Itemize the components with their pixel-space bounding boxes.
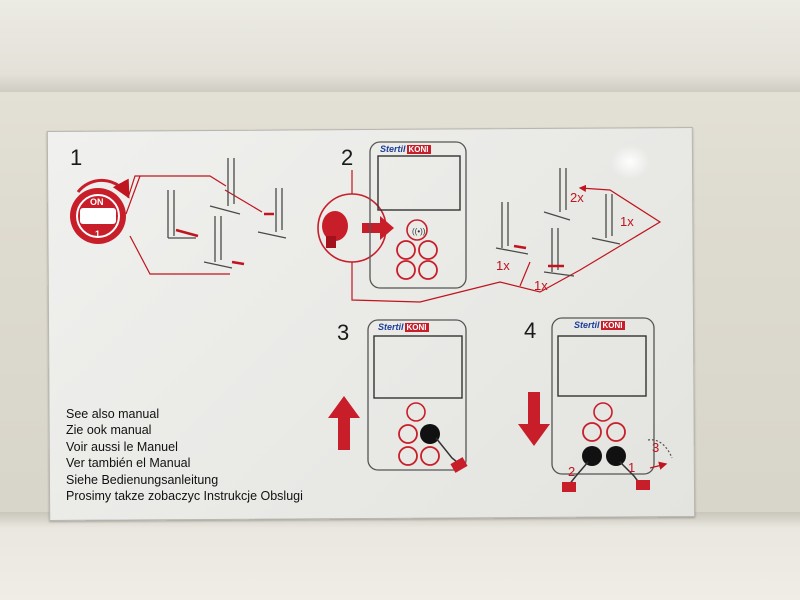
finger-step-3: 3 xyxy=(652,440,660,455)
control-panel-step2: ((•)) xyxy=(369,141,467,289)
step-number-3: 3 xyxy=(337,320,350,345)
count-label: 2x xyxy=(570,190,584,205)
step-number-2: 2 xyxy=(341,145,354,170)
finger-step-1: 1 xyxy=(628,460,636,475)
manual-note-line: See also manual xyxy=(66,407,160,421)
manual-note-line: Ver también el Manual xyxy=(66,456,191,471)
lift-columns-icon xyxy=(167,158,287,269)
power-switch-icon xyxy=(70,178,130,244)
insert-arrow-icon xyxy=(362,216,394,240)
step-number-1: 1 xyxy=(70,145,83,170)
brand-name: Stertil xyxy=(380,144,406,154)
bottom-ledge xyxy=(0,512,800,600)
brand-tag: KONI xyxy=(406,145,431,154)
top-ledge xyxy=(0,0,800,92)
manual-note-line: Prosimy takze zobaczyc Instrukcje Obslug… xyxy=(66,489,303,504)
manual-note-line: Siehe Bedienungsanleitung xyxy=(66,472,219,487)
manual-note-line: Voir aussi le Manuel xyxy=(66,439,178,454)
switch-on-label: ON xyxy=(90,197,104,207)
count-label: 1x xyxy=(534,278,548,293)
svg-text:((•)): ((•)) xyxy=(412,227,426,236)
manual-note-line: Zie ook manual xyxy=(66,423,152,438)
down-arrow-icon xyxy=(518,392,550,446)
count-label: 1x xyxy=(620,214,634,229)
step2-flow-lines xyxy=(351,184,662,303)
step-number-4: 4 xyxy=(524,318,537,343)
brand-tag: KONI xyxy=(600,321,625,330)
control-panel-step4 xyxy=(551,317,673,492)
step1-flow-lines xyxy=(125,175,263,275)
brand-name: Stertil xyxy=(574,320,600,330)
lift-columns-right-icon xyxy=(495,168,621,277)
count-label: 1x xyxy=(496,258,510,273)
manual-notes: See also manual Zie ook manual Voir auss… xyxy=(66,406,366,504)
finger-step-2: 2 xyxy=(568,464,576,479)
brand-tag: KONI xyxy=(404,323,429,332)
key-fob-icon xyxy=(317,170,387,263)
control-panel-step3 xyxy=(367,319,468,473)
switch-off-label: 1 xyxy=(95,229,101,239)
up-arrow-icon xyxy=(328,396,360,450)
brand-name: Stertil xyxy=(378,322,404,332)
